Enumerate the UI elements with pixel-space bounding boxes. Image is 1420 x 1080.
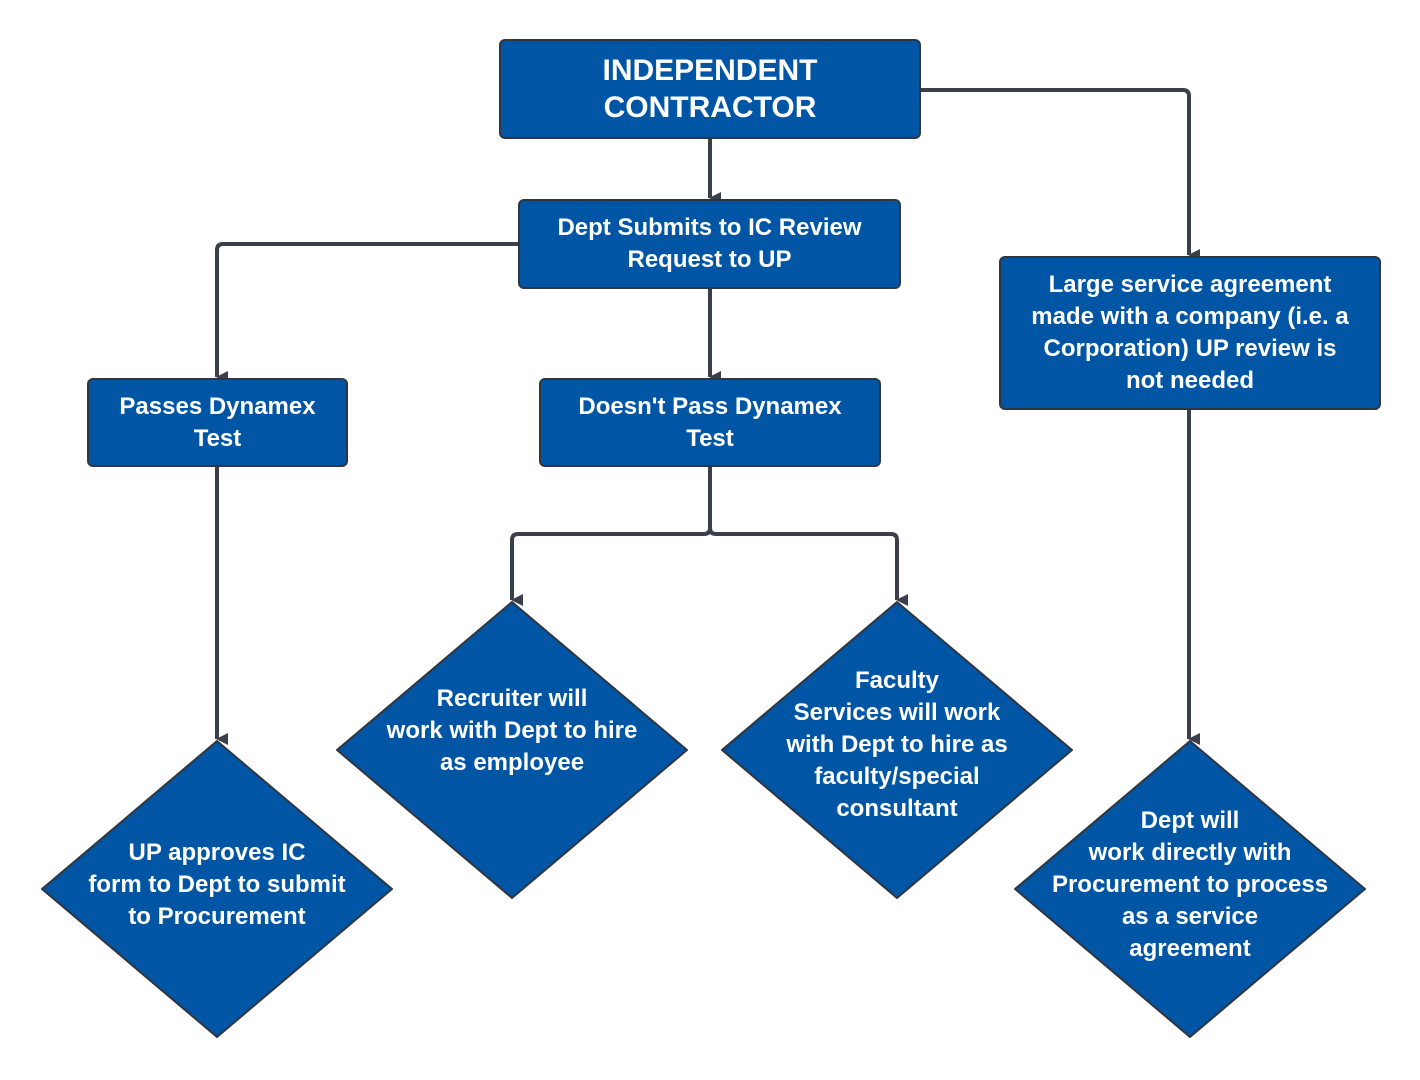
node-dept-submits — [518, 199, 901, 289]
node-recruiter — [336, 601, 688, 899]
label-recruiter: Recruiter will work with Dept to hire as… — [386, 685, 638, 776]
label-faculty-services: Faculty Services will work with Dept to … — [786, 667, 1008, 822]
edge-doesnt-to-recruiter — [510, 466, 712, 606]
label-passes-dynamex: Passes Dynamex Test — [119, 392, 316, 452]
label-large-service: Large service agreement made with a comp… — [1031, 271, 1349, 394]
label-dept-procurement: Dept will work directly with Procurement… — [1051, 807, 1329, 962]
node-up-approves — [41, 740, 393, 1038]
label-dept-submits: Dept Submits to IC Review Request to UP — [557, 214, 862, 273]
node-doesnt-pass-dynamex — [539, 378, 881, 467]
label-up-approves: UP approves IC form to Dept to submit to… — [88, 839, 346, 930]
label-independent-contractor: INDEPENDENT CONTRACTOR — [602, 54, 818, 124]
node-dept-procurement — [1014, 740, 1366, 1038]
edge-ic-to-large — [920, 88, 1200, 261]
node-independent-contractor — [499, 39, 921, 139]
node-large-service — [999, 256, 1381, 410]
node-faculty-services — [721, 601, 1073, 899]
edge-dept-to-passes — [215, 242, 519, 383]
node-passes-dynamex — [87, 378, 348, 467]
edge-doesnt-to-faculty — [708, 527, 908, 606]
label-doesnt-pass-dynamex: Doesn't Pass Dynamex Test — [578, 392, 842, 452]
